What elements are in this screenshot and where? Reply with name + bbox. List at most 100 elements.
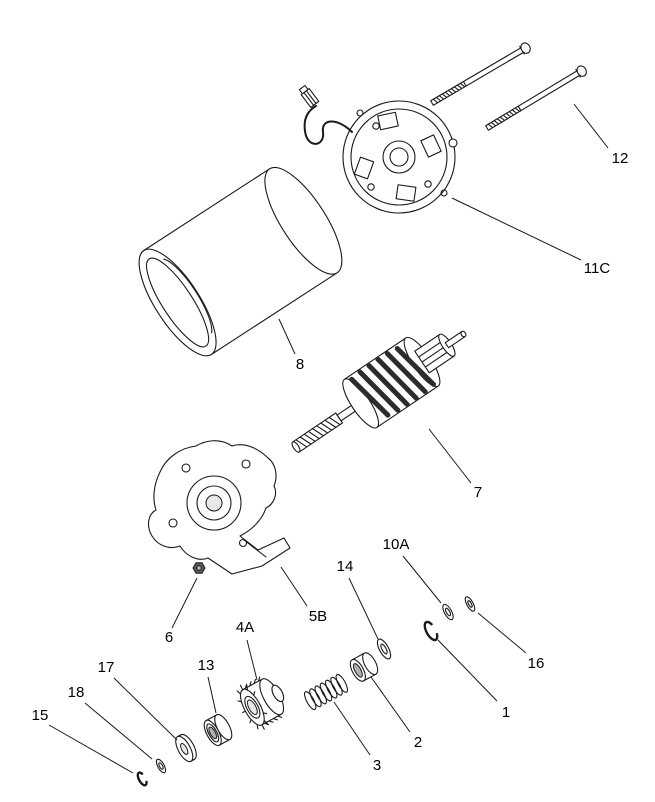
collar-bore — [352, 663, 363, 678]
screw — [372, 122, 380, 130]
bearing-bore — [208, 726, 218, 740]
leader-line-3 — [333, 701, 371, 756]
bearing-bore — [205, 494, 223, 512]
commutator-bars — [418, 340, 450, 367]
part-label-11c: 11C — [584, 260, 611, 277]
washer-18 — [155, 758, 167, 774]
bolt-hole — [181, 463, 191, 473]
bearing-boss-inner — [196, 485, 232, 521]
leader-line-1 — [437, 639, 498, 702]
hub-boss — [382, 140, 416, 174]
housing-open-rim — [138, 248, 217, 357]
part-label-7: 7 — [474, 484, 482, 501]
spring-coil — [314, 685, 327, 705]
washer-bore — [444, 607, 452, 617]
bearing-shell — [205, 714, 231, 746]
terminal-stud — [448, 138, 458, 148]
washer-outer — [442, 603, 454, 621]
mounting-bolt-lower — [485, 65, 587, 131]
washer-outer — [155, 758, 167, 774]
washer-14 — [376, 638, 392, 660]
washer-outer — [464, 596, 476, 612]
leader-lines — [48, 103, 609, 774]
part-label-17: 17 — [98, 659, 115, 676]
lead-wire — [303, 105, 353, 145]
leader-line-17 — [113, 677, 178, 741]
drive-end-bracket — [147, 440, 291, 575]
spline-helix-hatch — [295, 416, 341, 448]
brush-holder — [377, 111, 399, 131]
shaft-tip — [460, 330, 467, 338]
spring-coil — [309, 688, 322, 708]
spline-end-cap — [291, 441, 301, 453]
gear-band-teeth — [244, 676, 283, 726]
part-label-6: 6 — [165, 629, 173, 646]
part-label-2: 2 — [414, 734, 422, 751]
part-label-1: 1 — [502, 704, 510, 721]
gear-hub — [271, 684, 285, 703]
leader-line-6 — [171, 577, 198, 629]
housing-body — [143, 168, 338, 356]
washer-outer — [376, 638, 392, 660]
connector-seam — [303, 91, 315, 106]
bolt-head — [520, 42, 531, 54]
housing-bore-depth — [163, 258, 213, 334]
housing-far-end — [264, 166, 343, 275]
part-label-8: 8 — [296, 356, 304, 373]
washer-16 — [464, 596, 476, 612]
spring-coil — [335, 673, 349, 693]
screw — [367, 183, 375, 191]
leader-line-10a — [402, 555, 442, 604]
part-label-13: 13 — [198, 657, 215, 674]
leader-line-12 — [573, 103, 609, 149]
retainer-ring — [423, 620, 439, 642]
flange-fold-line — [243, 539, 267, 558]
leader-line-14 — [348, 577, 379, 640]
brush-holder — [420, 134, 442, 158]
thread-end-mark — [462, 80, 467, 87]
core-winding-slots — [349, 346, 437, 418]
pinion-gear — [236, 676, 285, 730]
spring-coil — [303, 691, 317, 711]
bolt-threads — [432, 82, 466, 104]
collar-shell — [351, 652, 377, 682]
gear-bore — [246, 699, 258, 715]
connector-seam — [305, 90, 317, 105]
wire-connector — [298, 84, 320, 108]
bolt-hole — [440, 189, 448, 197]
thread-end-mark — [517, 105, 522, 112]
leader-line-7 — [428, 428, 472, 484]
part-label-15: 15 — [32, 707, 49, 724]
leader-line-18 — [84, 702, 153, 760]
bearing-race — [206, 723, 220, 743]
mounting-bolt-upper — [430, 42, 531, 106]
washer-bore — [380, 643, 388, 655]
collar-back-face — [362, 652, 379, 676]
connector-tip — [298, 84, 309, 95]
bolt-hole — [168, 518, 178, 528]
spring-coil — [330, 676, 343, 696]
part-label-14: 14 — [337, 558, 354, 575]
washer-bore — [158, 762, 164, 770]
gear-teeth — [236, 684, 269, 730]
bolt-head — [576, 65, 587, 77]
part-labels: 12 11C 8 7 5B 6 4A 13 14 10A 16 1 2 3 17… — [32, 150, 629, 774]
washer-bore — [467, 600, 473, 608]
bolt-hole — [238, 538, 248, 548]
leader-line-2 — [370, 676, 411, 733]
washer-10a — [442, 603, 454, 621]
leader-line-5b — [280, 566, 308, 607]
bolt-hole — [241, 459, 251, 469]
gear-inner-ring — [244, 695, 261, 719]
leader-line-11c — [451, 197, 582, 261]
part-label-5b: 5B — [309, 608, 327, 625]
leader-line-13 — [207, 676, 217, 714]
armature — [291, 330, 467, 453]
leader-line-16 — [477, 612, 527, 654]
screw — [424, 180, 432, 188]
washer-17 — [175, 733, 197, 763]
bolt-threads — [487, 107, 521, 129]
washer-bore — [180, 743, 189, 755]
spacer-collar — [349, 652, 379, 682]
